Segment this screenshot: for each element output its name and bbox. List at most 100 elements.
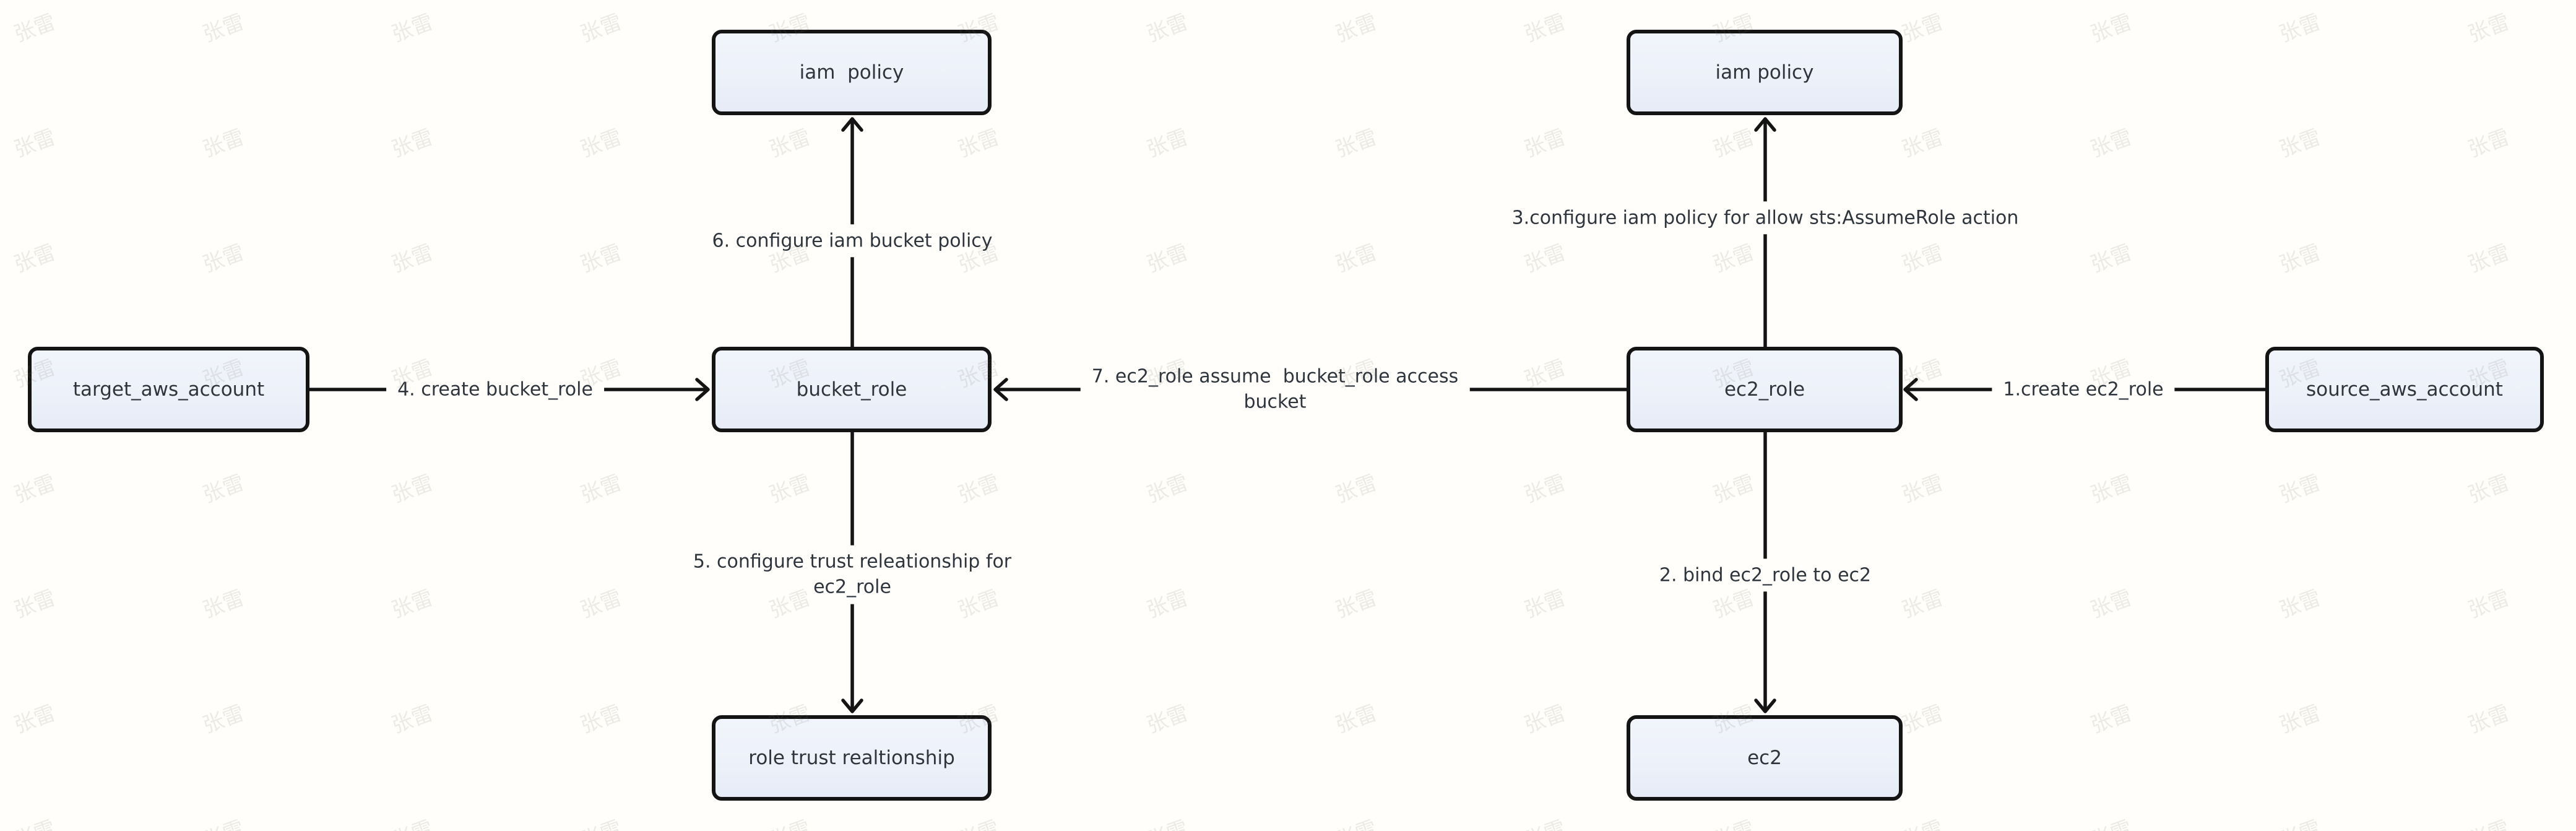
watermark-text: 张雷: [2465, 700, 2513, 739]
watermark-text: 张雷: [2086, 811, 2136, 831]
watermark-text: 张雷: [766, 470, 814, 508]
watermark-text: 张雷: [954, 124, 1003, 163]
watermark-text: 张雷: [198, 811, 248, 831]
watermark-text: 张雷: [199, 470, 248, 508]
edge-label-create-ec2-role: 1.create ec2_role: [1992, 373, 2175, 406]
watermark-text: 张雷: [1143, 700, 1191, 739]
watermark-text: 张雷: [1897, 811, 1947, 831]
watermark-text: 张雷: [764, 811, 815, 831]
node-label: ec2_role: [1724, 378, 1805, 401]
watermark-text: 张雷: [388, 700, 436, 739]
node-source-aws-account: source_aws_account: [2265, 347, 2544, 432]
watermark-text: 张雷: [2276, 585, 2324, 624]
watermark-text: 张雷: [1521, 585, 1569, 624]
watermark-text: 张雷: [954, 470, 1003, 508]
watermark-text: 张雷: [199, 9, 248, 48]
watermark-text: 张雷: [1898, 240, 1947, 278]
watermark-text: 张雷: [11, 470, 59, 508]
watermark-text: 张雷: [1898, 470, 1947, 508]
watermark-text: 张雷: [577, 124, 625, 163]
node-label: role trust realtionship: [748, 747, 955, 769]
node-label: iam policy: [1715, 61, 1814, 84]
watermark-text: 张雷: [2276, 9, 2324, 48]
edge-label-create-bucket-role: 4. create bucket_role: [386, 373, 604, 406]
node-label: ec2: [1747, 747, 1782, 769]
watermark-text: 张雷: [1143, 9, 1191, 48]
watermark-text: 张雷: [2465, 9, 2513, 48]
node-target-aws-account: target_aws_account: [28, 347, 309, 432]
node-label: source_aws_account: [2306, 378, 2503, 401]
watermark-text: 张雷: [1898, 9, 1947, 48]
watermark-text: 张雷: [387, 811, 437, 831]
node-iam-policy-left: iam policy: [712, 30, 992, 115]
watermark-text: 张雷: [2087, 700, 2135, 739]
watermark-text: 张雷: [577, 240, 625, 278]
watermark-text: 张雷: [1521, 240, 1569, 278]
watermark-text: 张雷: [388, 124, 436, 163]
watermark-text: 张雷: [11, 585, 59, 624]
watermark-text: 张雷: [577, 9, 625, 48]
watermark-text: 张雷: [2465, 470, 2513, 508]
watermark-text: 张雷: [1898, 700, 1947, 739]
watermark-text: 张雷: [11, 700, 59, 739]
watermark-text: 张雷: [2087, 9, 2135, 48]
watermark-text: 张雷: [2087, 470, 2135, 508]
watermark-text: 张雷: [1142, 811, 1192, 831]
watermark-text: 张雷: [388, 585, 436, 624]
watermark-text: 张雷: [1708, 811, 1758, 831]
watermark-text: 张雷: [11, 124, 59, 163]
watermark-text: 张雷: [577, 470, 625, 508]
watermark-text: 张雷: [577, 700, 625, 739]
watermark-text: 张雷: [1521, 9, 1569, 48]
watermark-text: 张雷: [1519, 811, 1570, 831]
watermark-text: 张雷: [2087, 585, 2135, 624]
watermark-text: 张雷: [2276, 700, 2324, 739]
node-bucket-role: bucket_role: [712, 347, 992, 432]
watermark-text: 张雷: [1143, 240, 1191, 278]
node-label: iam policy: [799, 61, 904, 84]
watermark-text: 张雷: [9, 811, 59, 831]
watermark-text: 张雷: [2463, 811, 2513, 831]
node-ec2: ec2: [1627, 715, 1903, 801]
watermark-text: 张雷: [1521, 470, 1569, 508]
watermark-text: 张雷: [1898, 124, 1947, 163]
node-role-trust-relationship: role trust realtionship: [712, 715, 992, 801]
node-iam-policy-right: iam policy: [1627, 30, 1903, 115]
watermark-text: 张雷: [1143, 585, 1191, 624]
watermark-text: 张雷: [2465, 124, 2513, 163]
watermark-text: 张雷: [199, 240, 248, 278]
watermark-text: 张雷: [2276, 124, 2324, 163]
watermark-text: 张雷: [1143, 124, 1191, 163]
watermark-text: 张雷: [2275, 811, 2325, 831]
watermark-text: 张雷: [1332, 470, 1380, 508]
edge-label-configure-trust-relationship: 5. configure trust releationship for ec2…: [681, 545, 1023, 604]
watermark-text: 张雷: [577, 585, 625, 624]
watermark-text: 张雷: [2465, 585, 2513, 624]
watermark-text: 张雷: [2087, 240, 2135, 278]
watermark-text: 张雷: [199, 700, 248, 739]
watermark-text: 张雷: [2276, 470, 2324, 508]
watermark-text: 张雷: [1898, 585, 1947, 624]
watermark-text: 张雷: [1332, 700, 1380, 739]
watermark-text: 张雷: [1332, 9, 1380, 48]
watermark-text: 张雷: [1332, 124, 1380, 163]
edge-label-bind-ec2-role: 2. bind ec2_role to ec2: [1648, 559, 1883, 592]
watermark-text: 张雷: [2087, 124, 2135, 163]
watermark-text: 张雷: [1143, 470, 1191, 508]
watermark-text: 张雷: [2465, 240, 2513, 278]
edge-label-assume-bucket-role: 7. ec2_role assume bucket_role access bu…: [1080, 360, 1470, 419]
node-ec2-role: ec2_role: [1627, 347, 1903, 432]
edge-label-configure-iam-bucket-policy: 6. configure iam bucket policy: [701, 224, 1004, 258]
watermark-text: 张雷: [388, 470, 436, 508]
watermark-text: 张雷: [199, 124, 248, 163]
watermark-text: 张雷: [388, 9, 436, 48]
watermark-text: 张雷: [11, 240, 59, 278]
watermark-text: 张雷: [1332, 240, 1380, 278]
watermark-text: 张雷: [2276, 240, 2324, 278]
watermark-text: 张雷: [199, 585, 248, 624]
watermark-text: 张雷: [1521, 124, 1569, 163]
watermark-text: 张雷: [766, 124, 814, 163]
watermark-text: 张雷: [1331, 811, 1381, 831]
edge-label-configure-iam-policy-sts: 3.configure iam policy for allow sts:Ass…: [1500, 201, 2030, 235]
